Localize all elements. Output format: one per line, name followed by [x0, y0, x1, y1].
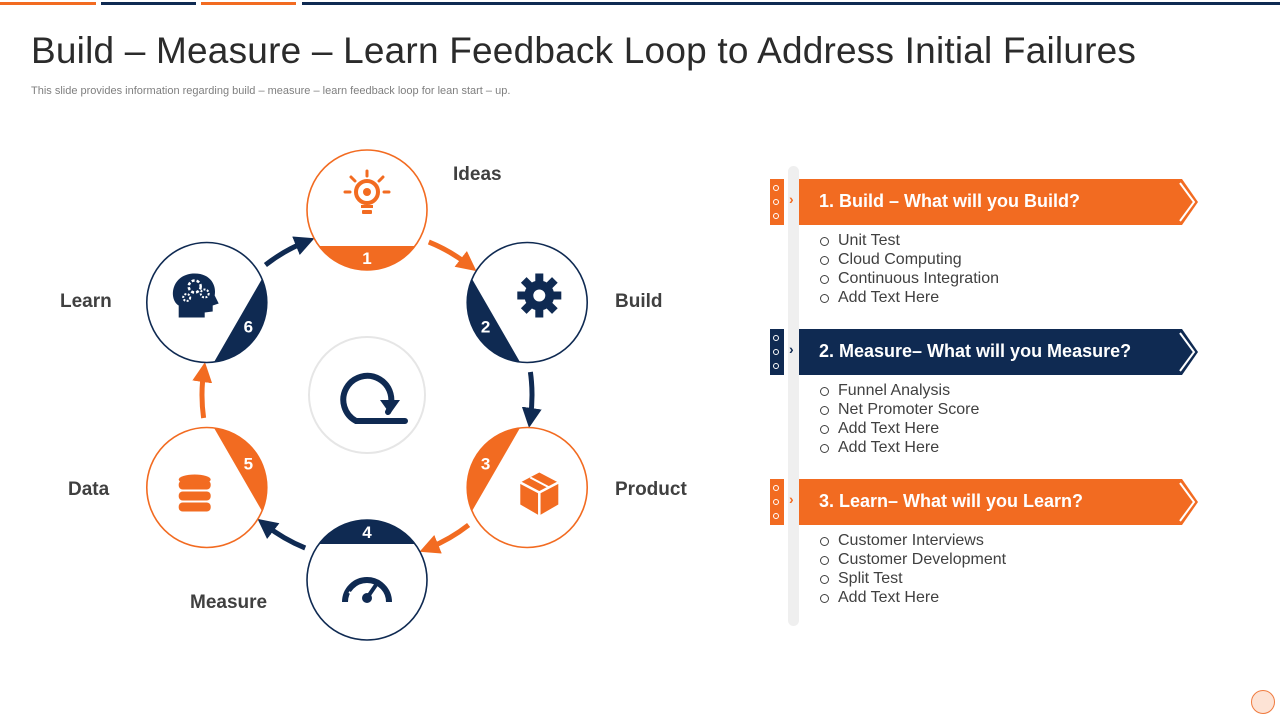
refresh-arrow-icon [340, 372, 408, 424]
cycle-node-measure: 4 [306, 519, 428, 641]
section-tab [770, 179, 784, 225]
list-item: Customer Interviews [818, 531, 1006, 550]
list-item: Funnel Analysis [818, 381, 979, 400]
database-icon [178, 474, 211, 512]
step-number: 3 [481, 455, 490, 474]
list-item: Unit Test [818, 231, 999, 250]
step-number: 4 [362, 523, 372, 542]
list-item: Cloud Computing [818, 250, 999, 269]
bullet-list: Customer Interviews Customer Development… [818, 531, 1006, 607]
section-tab [770, 329, 784, 375]
section-heading: 1. Build – What will you Build? [819, 191, 1080, 211]
list-item: Add Text Here [818, 438, 979, 457]
step-label-ideas: Ideas [453, 164, 502, 185]
cycle-node-build: 2 [466, 241, 589, 364]
center-refresh-node [308, 336, 426, 454]
gear-icon [517, 273, 562, 318]
cycle-arrow [263, 236, 315, 267]
head-gears-icon [172, 273, 219, 318]
list-item: Net Promoter Score [818, 400, 979, 419]
step-segment [214, 278, 267, 363]
cycle-node-learn: 6 [145, 241, 268, 364]
section-heading: 3. Learn– What will you Learn? [819, 491, 1084, 511]
bullet-list: Funnel Analysis Net Promoter Score Add T… [818, 381, 979, 457]
chevron-right-icon: › [789, 191, 794, 207]
cycle-arrow [427, 239, 477, 272]
top-accent-bar-4 [302, 2, 1280, 5]
chevron-right-icon: › [789, 491, 794, 507]
step-label-product: Product [615, 479, 687, 500]
top-accent-bar-3 [201, 2, 296, 5]
top-accent-bar-2 [101, 2, 196, 5]
list-item: Add Text Here [818, 419, 979, 438]
step-segment [467, 427, 520, 512]
list-item: Customer Development [818, 550, 1006, 569]
cycle-node-product: 3 [466, 426, 589, 549]
list-item: Add Text Here [818, 288, 999, 307]
step-label-build: Build [615, 291, 663, 312]
section-header: 3. Learn– What will you Learn? [799, 479, 1198, 525]
list-item: Split Test [818, 569, 1006, 588]
step-number: 2 [481, 318, 490, 337]
cycle-arrow [419, 523, 471, 554]
step-segment [467, 278, 520, 363]
list-item: Continuous Integration [818, 269, 999, 288]
step-segment [319, 246, 415, 270]
lightbulb-icon [343, 169, 391, 214]
timeline-line [788, 166, 799, 626]
box-icon [519, 472, 559, 516]
slide-corner-badge [1251, 690, 1275, 714]
speedometer-icon [342, 577, 392, 603]
cycle-arrow [521, 371, 542, 428]
list-item: Add Text Here [818, 588, 1006, 607]
cycle-node-data: 5 [145, 426, 268, 549]
chevron-right-icon: › [789, 341, 794, 357]
top-accent-bar-1 [0, 2, 96, 5]
page-subtitle: This slide provides information regardin… [31, 85, 511, 97]
section-header: 2. Measure– What will you Measure? [799, 329, 1198, 375]
section-tab [770, 479, 784, 525]
cycle-arrow [257, 518, 307, 551]
feedback-loop-diagram: 1 2 3 4 5 6 [145, 149, 589, 641]
bullet-list: Unit Test Cloud Computing Continuous Int… [818, 231, 999, 307]
cycle-node-ideas: 1 [306, 149, 428, 271]
step-number: 6 [244, 318, 253, 337]
step-label-data: Data [68, 479, 110, 500]
step-segment [214, 427, 267, 512]
step-segment [319, 520, 415, 544]
section-header: 1. Build – What will you Build? [799, 179, 1198, 225]
step-number: 1 [362, 249, 371, 268]
step-label-learn: Learn [60, 291, 112, 312]
step-number: 5 [244, 455, 253, 474]
section-heading: 2. Measure– What will you Measure? [819, 341, 1132, 361]
cycle-arrow [192, 362, 213, 419]
step-label-measure: Measure [190, 592, 268, 613]
page-title: Build – Measure – Learn Feedback Loop to… [31, 30, 1137, 71]
